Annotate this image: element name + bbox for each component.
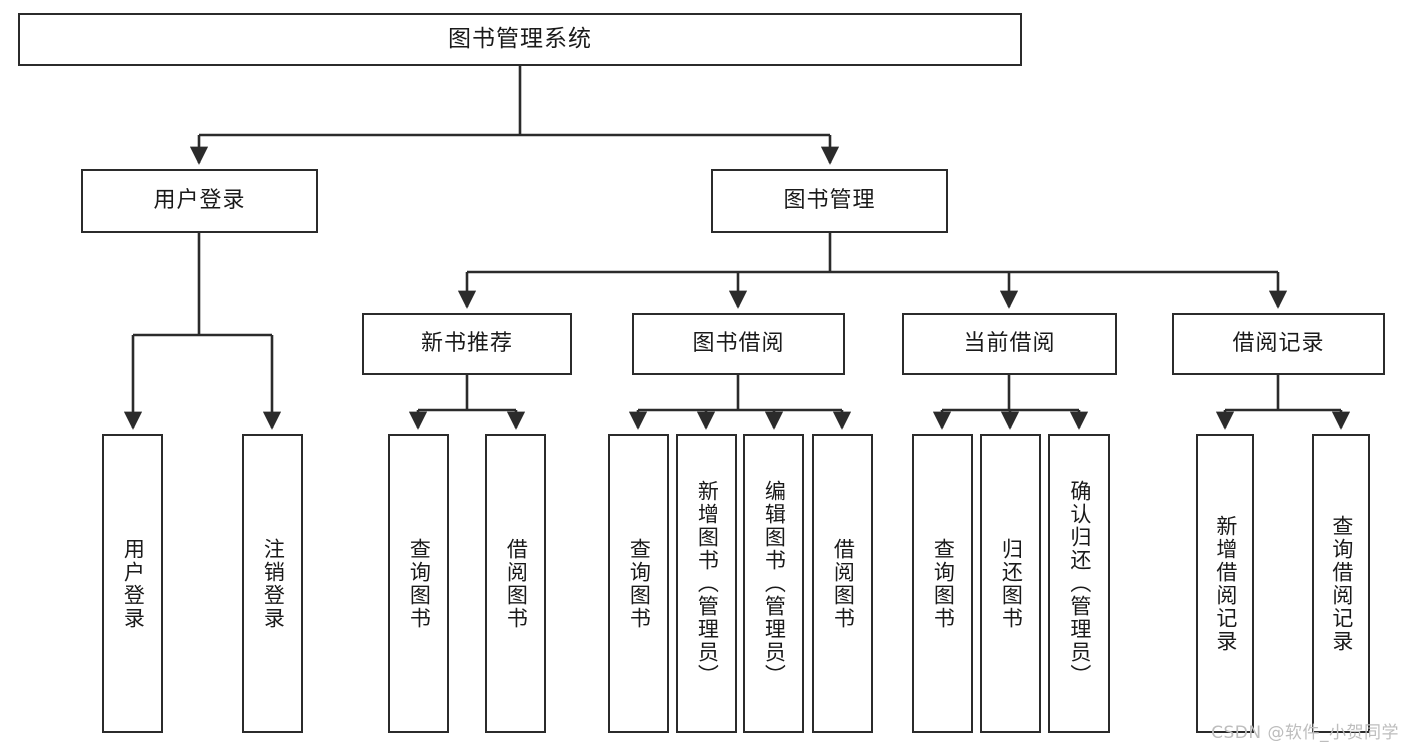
leaf-user-logout[interactable]: 注销登录: [242, 434, 303, 733]
node-borrow-record[interactable]: 借阅记录: [1172, 313, 1385, 375]
leaf-borrow-book[interactable]: 借阅图书: [812, 434, 873, 733]
leaf-query-book-recommend[interactable]: 查询图书: [388, 434, 449, 733]
leaf-edit-book-admin[interactable]: 编辑图书（管理员）: [743, 434, 804, 733]
leaf-user-login[interactable]: 用户登录: [102, 434, 163, 733]
leaf-add-book-admin[interactable]: 新增图书（管理员）: [676, 434, 737, 733]
node-current-borrow[interactable]: 当前借阅: [902, 313, 1117, 375]
leaf-query-borrow-record[interactable]: 查询借阅记录: [1312, 434, 1370, 733]
leaf-return-book[interactable]: 归还图书: [980, 434, 1041, 733]
leaf-add-borrow-record[interactable]: 新增借阅记录: [1196, 434, 1254, 733]
node-user-login[interactable]: 用户登录: [81, 169, 318, 233]
leaf-query-book-current[interactable]: 查询图书: [912, 434, 973, 733]
leaf-confirm-return-admin[interactable]: 确认归还（管理员）: [1048, 434, 1110, 733]
node-book-borrow[interactable]: 图书借阅: [632, 313, 845, 375]
node-book-management[interactable]: 图书管理: [711, 169, 948, 233]
leaf-query-book-borrow[interactable]: 查询图书: [608, 434, 669, 733]
leaf-borrow-book-recommend[interactable]: 借阅图书: [485, 434, 546, 733]
node-new-book-recommend[interactable]: 新书推荐: [362, 313, 572, 375]
node-root-system[interactable]: 图书管理系统: [18, 13, 1022, 66]
